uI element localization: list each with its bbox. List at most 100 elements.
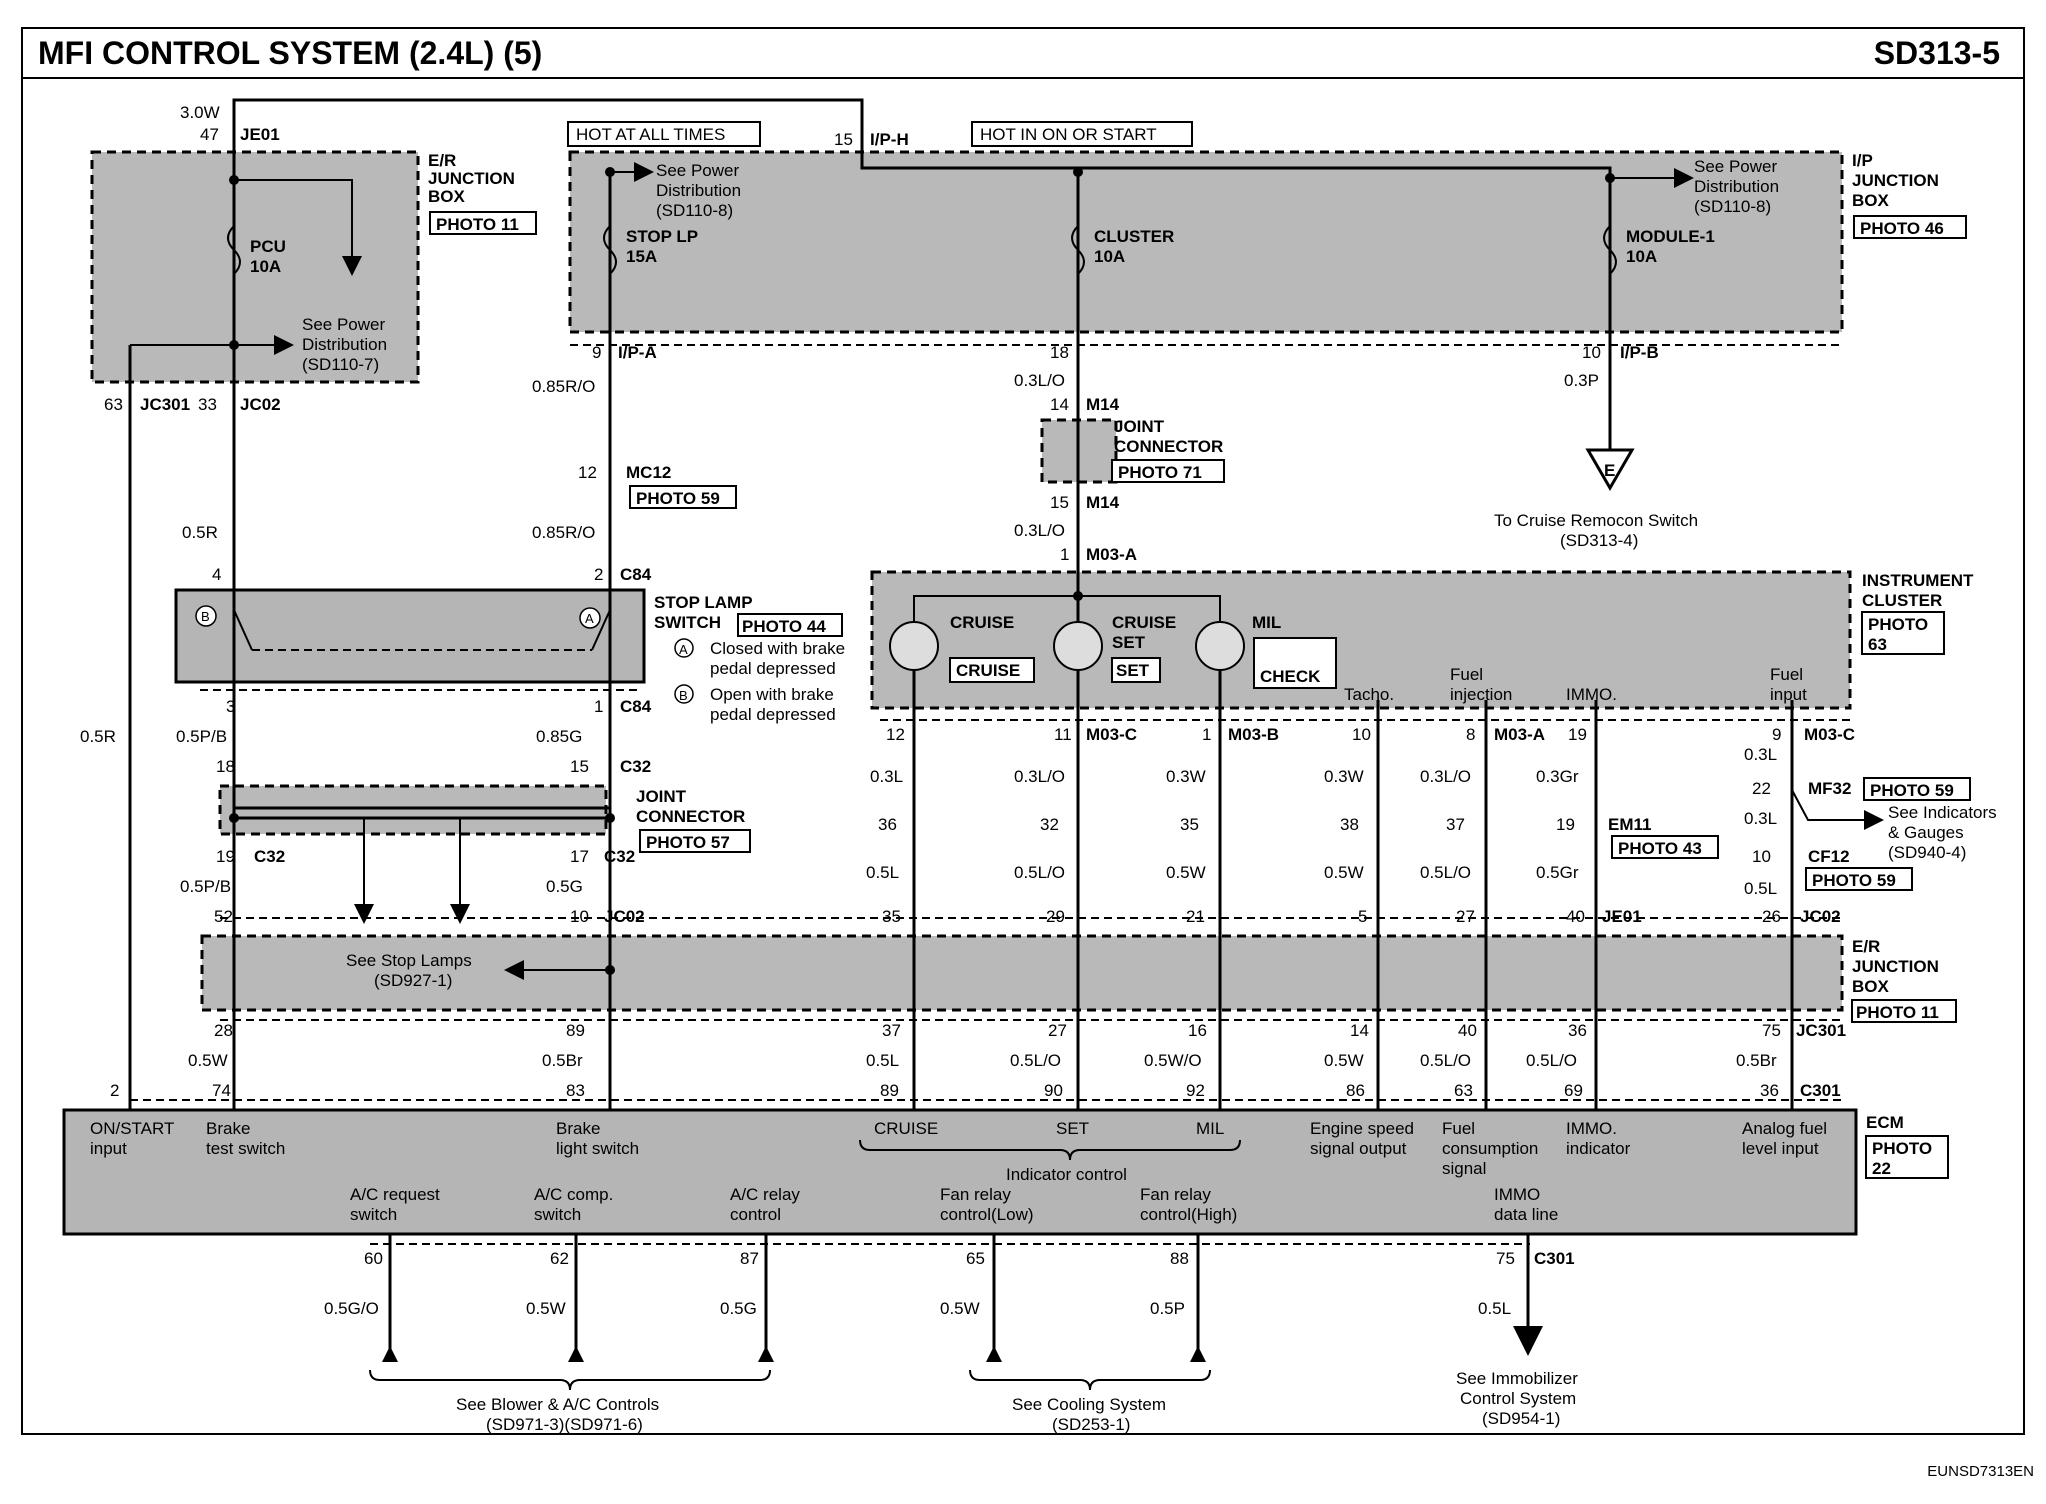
lbl: 0.5W (188, 1051, 228, 1070)
lbl: I/P-A (618, 343, 657, 362)
lbl: 0.5W (940, 1299, 980, 1318)
lbl: I/P-B (1620, 343, 1659, 362)
lbl: 27 (1048, 1021, 1067, 1040)
lbl: 0.5P/B (180, 877, 231, 896)
lbl: 10A (1094, 247, 1125, 266)
lbl: See Cooling System (1012, 1395, 1166, 1414)
lbl: 0.5W (1166, 863, 1206, 882)
lbl: 21 (1186, 907, 1205, 926)
lbl: light switch (556, 1139, 639, 1158)
lbl: 14 (1350, 1021, 1369, 1040)
lbl: 75 (1762, 1021, 1781, 1040)
lbl: IMMO (1494, 1185, 1540, 1204)
lbl: Analog fuel (1742, 1119, 1827, 1138)
lbl: BOX (428, 187, 466, 206)
lbl: control (730, 1205, 781, 1224)
lbl: 14 (1050, 395, 1069, 414)
lbl: IMMO. (1566, 685, 1617, 704)
wire-je01-to-iph (232, 98, 864, 150)
stop-lamp-switch-box (174, 588, 646, 684)
lbl: 0.3W (1324, 767, 1364, 786)
lbl: 0.5W (1324, 863, 1364, 882)
lbl: C301 (1800, 1081, 1841, 1100)
lbl: PCU (250, 237, 286, 256)
lbl: 88 (1170, 1249, 1189, 1268)
lbl: pedal depressed (710, 659, 836, 678)
lbl: A/C relay (730, 1185, 800, 1204)
lbl: input (1770, 685, 1807, 704)
lbl: 11 (1054, 725, 1072, 744)
lbl: Indicator control (1006, 1165, 1127, 1184)
lbl: (SD313-4) (1560, 531, 1638, 550)
lbl: 0.85R/O (532, 523, 595, 542)
lbl: (SD927-1) (374, 971, 452, 990)
lbl: JOINT (1114, 417, 1165, 436)
lbl: 0.3L/O (1014, 371, 1065, 390)
lbl: 37 (882, 1021, 901, 1040)
lbl: 0.3Gr (1536, 767, 1579, 786)
lbl: Closed with brake (710, 639, 845, 658)
doc-id: EUNSD7313EN (1927, 1463, 2034, 1480)
lbl: 0.5G (546, 877, 583, 896)
lbl: consumption (1442, 1139, 1538, 1158)
lbl: See Power (302, 315, 385, 334)
lbl: 10 (570, 907, 589, 926)
lbl: I/P-H (870, 130, 909, 149)
lbl: Distribution (1694, 177, 1779, 196)
lbl: M03-A (1086, 545, 1137, 564)
lbl: 35 (882, 907, 901, 926)
lbl: 0.5L (866, 1051, 899, 1070)
lbl: 0.5Br (1736, 1051, 1777, 1070)
lbl: PHOTO 59 (636, 489, 720, 508)
cruise-set-lamp (1053, 621, 1103, 671)
lbl: pedal depressed (710, 705, 836, 724)
lbl: 75 (1496, 1249, 1515, 1268)
lbl: 92 (1186, 1081, 1205, 1100)
lbl: 69 (1564, 1081, 1583, 1100)
lbl: 33 (198, 395, 217, 414)
lbl: 15 (1050, 493, 1069, 512)
lbl: 0.5G/O (324, 1299, 379, 1318)
lbl: Fan relay (940, 1185, 1011, 1204)
lbl: 10A (1626, 247, 1657, 266)
lbl: 74 (212, 1081, 231, 1100)
lbl: 0.3L (870, 767, 903, 786)
lbl: 63 (1868, 635, 1887, 654)
lbl: B (201, 609, 210, 624)
lbl: PHOTO 71 (1118, 463, 1202, 482)
lbl: BOX (1852, 191, 1890, 210)
lbl: 0.5L/O (1420, 863, 1471, 882)
lbl: (SD110-8) (1694, 197, 1771, 216)
lbl: HOT AT ALL TIMES (576, 125, 725, 144)
lbl: 19 (1556, 815, 1575, 834)
lbl: 27 (1456, 907, 1475, 926)
lbl: 0.85R/O (532, 377, 595, 396)
lbl: CF12 (1808, 847, 1850, 866)
lbl: PHOTO 46 (1860, 219, 1944, 238)
lbl: A/C request (350, 1185, 440, 1204)
lbl: 47 (200, 125, 219, 144)
lbl: MC12 (626, 463, 671, 482)
lbl: CRUISE (1112, 613, 1176, 632)
lbl: 1 (1060, 545, 1069, 564)
lbl: MF32 (1808, 779, 1851, 798)
lbl: (SD110-7) (302, 355, 379, 374)
mil-lamp (1195, 621, 1245, 671)
diagram-frame (21, 77, 2025, 1435)
lbl: Open with brake (710, 685, 834, 704)
lbl: IMMO. (1566, 1119, 1617, 1138)
lbl: C32 (254, 847, 285, 866)
lbl: 86 (1346, 1081, 1365, 1100)
lbl: SET (1056, 1119, 1089, 1138)
lbl: 15 (570, 757, 589, 776)
lbl: C32 (620, 757, 651, 776)
lbl: JUNCTION (1852, 171, 1939, 190)
lbl: 16 (1188, 1021, 1207, 1040)
lbl: 0.85G (536, 727, 582, 746)
lbl: 63 (1454, 1081, 1473, 1100)
lbl: See Power (656, 161, 739, 180)
lbl: I/P (1852, 151, 1873, 170)
lbl: injection (1450, 685, 1512, 704)
lbl: 40 (1566, 907, 1585, 926)
lbl: (SD971-3)(SD971-6) (486, 1415, 643, 1434)
